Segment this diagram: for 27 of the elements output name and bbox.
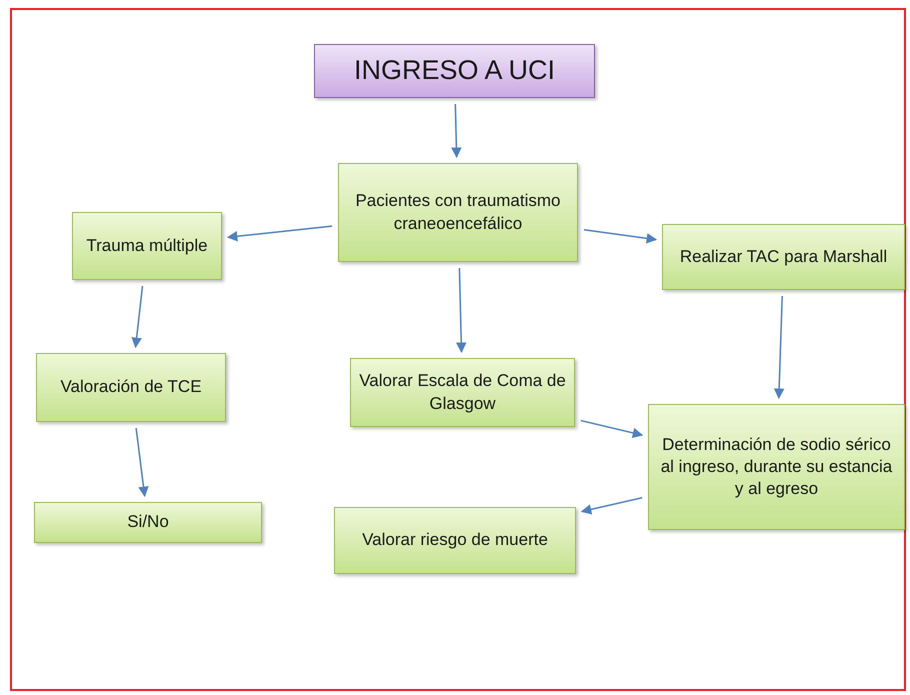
box-label: Pacientes con traumatismo craneoencefálico [354,190,562,234]
process-box [334,507,576,574]
box-label: Realizar TAC para Marshall [680,246,888,268]
box-label: Determinación de sodio sérico al ingreso, durante su estancia y al egreso [660,434,894,500]
arrow [226,225,332,242]
process-box [350,358,575,427]
box-label: Valorar riesgo de muerte [362,529,548,552]
box-label: INGRESO A UCI [354,54,556,88]
arrow [580,496,642,514]
box-label: Si/No [127,511,169,534]
arrow [451,104,462,158]
process-box [662,224,905,290]
process-box [72,212,222,280]
box-label: Valorar Escala de Coma de Glasgow [358,370,567,414]
process-box [36,353,226,422]
arrow [456,268,466,354]
process-box [34,502,262,543]
arrow [131,286,144,348]
arrow [580,420,644,438]
arrow [774,296,784,400]
process-box [648,404,905,530]
arrow [135,428,149,498]
box-label: Valoración de TCE [60,376,202,398]
arrow [584,228,658,244]
title-box [314,44,595,98]
box-label: Trauma múltiple [86,234,208,257]
process-box [338,163,578,262]
